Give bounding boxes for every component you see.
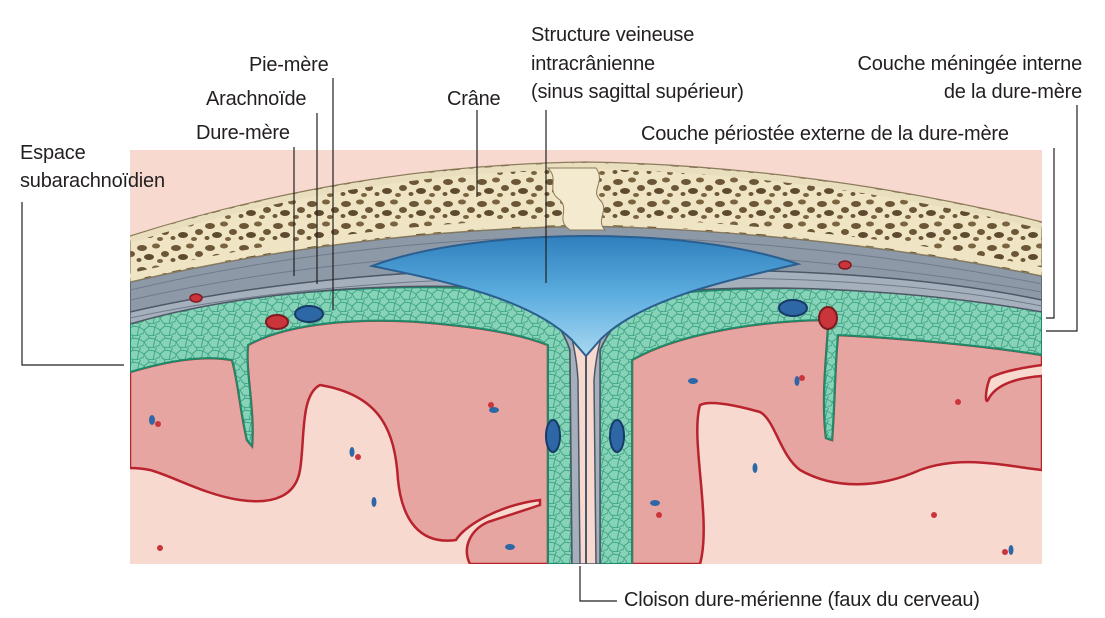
blood-vessels xyxy=(149,260,1014,555)
arachnoid-right xyxy=(599,287,1042,564)
label-meningee-line1: Couche méningée interne xyxy=(857,53,1083,75)
vessel-falx-right xyxy=(609,419,625,453)
vessel-small xyxy=(349,447,355,457)
vessel-dura xyxy=(189,293,203,303)
vessel-small xyxy=(488,402,494,408)
label-crane: Crâne xyxy=(447,88,501,110)
leader-meningee xyxy=(1046,105,1078,332)
label-meningee-line2: de la dure-mère xyxy=(943,81,1082,103)
vessel-small xyxy=(799,375,805,381)
label-espace-line1: Espace xyxy=(20,142,86,164)
vessel-small xyxy=(955,399,961,405)
label-espace-line2: subarachnoïdien xyxy=(20,170,165,192)
superior-sagittal-sinus xyxy=(368,234,802,358)
leader-periostee xyxy=(1046,148,1055,319)
vessel-small xyxy=(656,512,662,518)
vessel-vein xyxy=(778,299,808,317)
label-arachnoide: Arachnoïde xyxy=(206,88,307,110)
label-veineuse-line1: Structure veineuse xyxy=(531,24,695,46)
vessel-dura xyxy=(838,260,852,270)
suture xyxy=(546,167,607,231)
vessel-small xyxy=(157,545,163,551)
label-veineuse-line3: (sinus sagittal supérieur) xyxy=(531,81,744,103)
vessel-small xyxy=(752,463,758,473)
vessel-small xyxy=(149,415,155,425)
cross-section xyxy=(130,150,1042,564)
label-veineuse-line2: intracrânienne xyxy=(531,53,655,75)
vessel-small xyxy=(371,497,377,507)
vessel-artery xyxy=(265,314,289,330)
vessel-small xyxy=(688,378,698,384)
vessel-small xyxy=(155,421,161,427)
label-espace-subarachnoidien: Espace subarachnoïdien xyxy=(20,141,165,193)
vessel-small xyxy=(650,500,660,506)
label-dure-mere: Dure-mère xyxy=(196,122,290,144)
vessel-small xyxy=(505,544,515,550)
bone-outer-table xyxy=(130,162,1042,243)
vessel-small xyxy=(1008,545,1014,555)
label-couche-meningee: Couche méningée interne de la dure-mère xyxy=(800,52,1083,104)
vessel-small xyxy=(931,512,937,518)
leader-cloison xyxy=(579,566,617,602)
leader-lines xyxy=(21,78,1078,602)
label-cloison: Cloison dure-mérienne (faux du cerveau) xyxy=(624,589,980,611)
label-structure-veineuse: Structure veineuse intracrânienne (sinus… xyxy=(531,23,744,104)
label-couche-periostee: Couche périostée externe de la dure-mère xyxy=(641,123,1009,145)
vessel-small xyxy=(489,407,499,413)
vessel-falx-left xyxy=(545,419,561,453)
label-pie-mere: Pie-mère xyxy=(249,54,329,76)
vessel-small xyxy=(1002,549,1008,555)
arachnoid-left xyxy=(130,286,574,564)
vessel-small xyxy=(355,454,361,460)
leader-espace xyxy=(21,202,124,366)
vessel-artery xyxy=(818,306,838,330)
vessel-small xyxy=(794,376,800,386)
vessel-vein xyxy=(294,305,324,323)
